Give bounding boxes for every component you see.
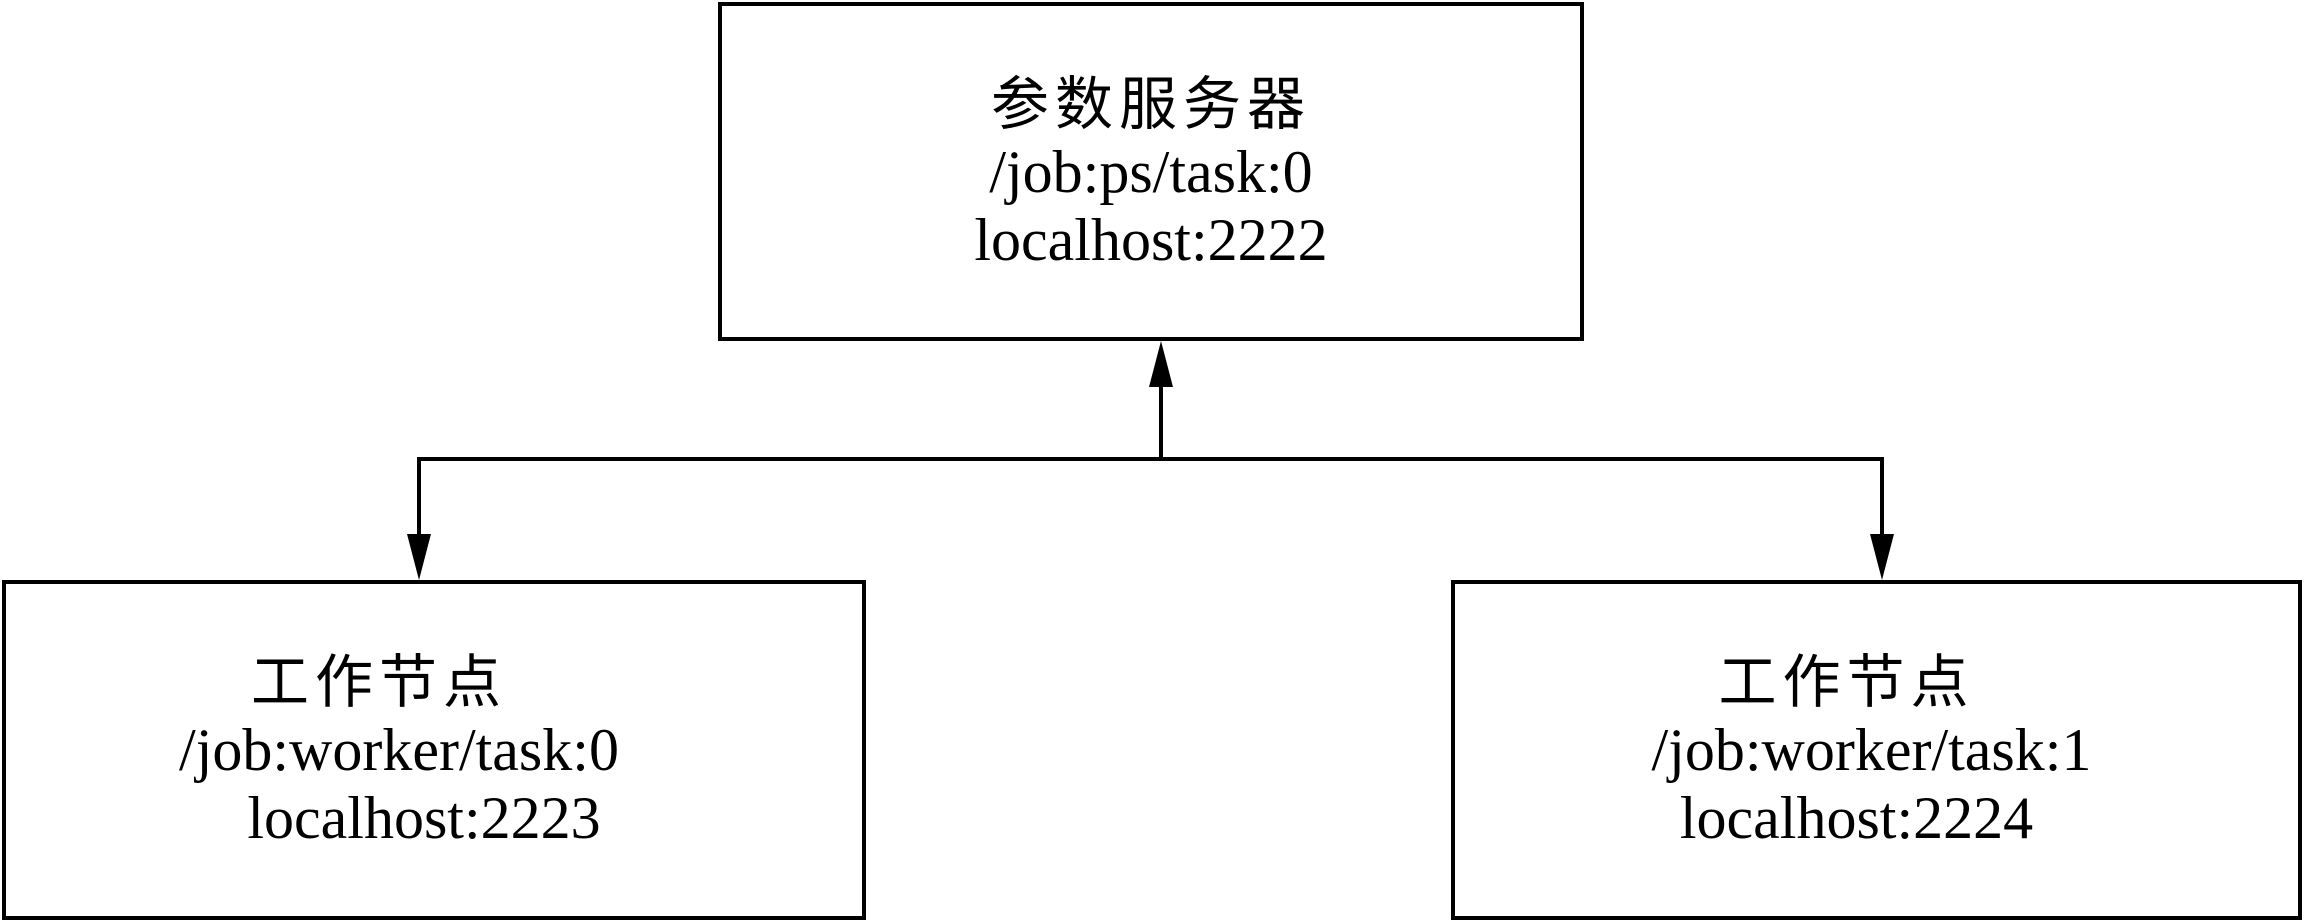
- worker0-node-job: /job:worker/task:0: [179, 717, 619, 783]
- parameter-server-node: 参数服务器 /job:ps/task:0 localhost:2222: [718, 2, 1584, 341]
- ps-node-title: 参数服务器: [990, 69, 1311, 138]
- worker-node-1: 工作节点 /job:worker/task:1 localhost:2224: [1451, 580, 2302, 920]
- worker1-node-title: 工作节点: [1718, 648, 1975, 716]
- worker1-arrowhead: [1870, 534, 1894, 580]
- worker1-node-job: /job:worker/task:1: [1651, 717, 2092, 783]
- worker0-node-host: localhost:2223: [247, 785, 601, 851]
- worker-node-0: 工作节点 /job:worker/task:0 localhost:2223: [2, 580, 866, 920]
- worker1-node-host: localhost:2224: [1679, 785, 2034, 851]
- ps-arrowhead: [1149, 341, 1173, 387]
- worker0-arrowhead: [407, 534, 431, 580]
- worker0-node-title: 工作节点: [250, 648, 507, 716]
- ps-node-host: localhost:2222: [974, 206, 1328, 273]
- ps-node-job: /job:ps/task:0: [989, 138, 1313, 205]
